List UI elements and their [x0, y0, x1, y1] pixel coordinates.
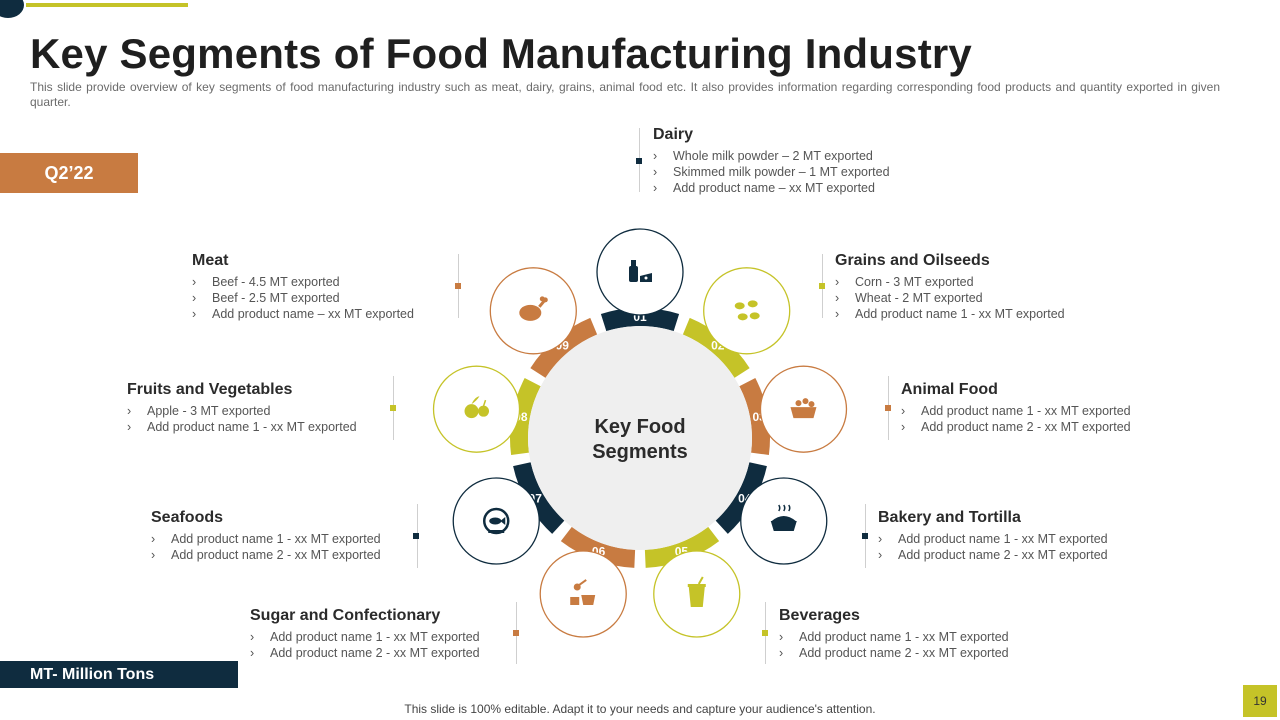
segment-item: Beef - 2.5 MT exported — [192, 290, 414, 306]
drink-cup-icon — [687, 576, 706, 607]
candy-cup-icon — [570, 579, 596, 605]
corner-decoration — [0, 0, 24, 18]
center-hub — [528, 326, 752, 550]
chicken-leg-icon — [519, 296, 548, 321]
page-subtitle: This slide provide overview of key segme… — [30, 80, 1220, 109]
segment-title: Bakery and Tortilla — [878, 509, 1021, 526]
beans-icon — [734, 300, 760, 321]
segment-item: Add product name – xx MT exported — [653, 180, 890, 196]
segment-block-animal-food: Animal Food Add product name 1 - xx MT e… — [901, 381, 1131, 435]
segment-item: Add product name 2 - xx MT exported — [878, 547, 1108, 563]
ring-segment-02 — [682, 317, 750, 378]
segment-item: Add product name 1 - xx MT exported — [901, 403, 1131, 419]
quarter-badge: Q2’22 — [0, 153, 138, 193]
segment-block-grains: Grains and Oilseeds Corn - 3 MT exported… — [835, 252, 1065, 322]
icon-bubbles-layer — [432, 228, 848, 638]
segment-item: Apple - 3 MT exported — [127, 403, 357, 419]
segment-title: Meat — [192, 252, 229, 269]
segment-item: Add product name 1 - xx MT exported — [835, 306, 1065, 322]
footer-note: This slide is 100% editable. Adapt it to… — [404, 702, 876, 716]
center-label-line2: Segments — [592, 441, 688, 463]
center-label-line1: Key Food — [594, 416, 685, 438]
segment-item: Add product name 1 - xx MT exported — [250, 629, 480, 645]
segment-title: Sugar and Confectionary — [250, 607, 441, 624]
ring-layer — [510, 308, 770, 568]
unit-legend: MT- Million Tons — [0, 661, 238, 688]
segment-block-sugar: Sugar and Confectionary Add product name… — [250, 607, 480, 661]
marker-square — [862, 533, 868, 539]
icon-bubble-06 — [539, 550, 627, 638]
ring-segment-06 — [560, 526, 636, 568]
segment-item: Add product name 1 - xx MT exported — [127, 419, 357, 435]
segment-item: Add product name 2 - xx MT exported — [779, 645, 1009, 661]
segment-block-fruits: Fruits and Vegetables Apple - 3 MT expor… — [127, 381, 357, 435]
page-number: 19 — [1243, 685, 1277, 717]
segment-block-seafoods: Seafoods Add product name 1 - xx MT expo… — [151, 509, 381, 563]
segment-item: Wheat - 2 MT exported — [835, 290, 1065, 306]
segment-title: Beverages — [779, 607, 860, 624]
segment-item: Corn - 3 MT exported — [835, 274, 1065, 290]
icon-bubble-09 — [489, 267, 577, 355]
segment-item: Add product name 2 - xx MT exported — [250, 645, 480, 661]
baked-pie-icon — [770, 504, 797, 531]
page-title: Key Segments of Food Manufacturing Indus… — [30, 30, 972, 77]
segment-item: Skimmed milk powder – 1 MT exported — [653, 164, 890, 180]
ring-segment-01 — [600, 308, 680, 332]
segment-block-dairy: Dairy Whole milk powder – 2 MT exported … — [653, 126, 890, 196]
segment-title: Animal Food — [901, 381, 998, 398]
segment-title: Fruits and Vegetables — [127, 381, 293, 398]
segment-item: Add product name 1 - xx MT exported — [151, 531, 381, 547]
segment-item: Add product name 2 - xx MT exported — [901, 419, 1131, 435]
ring-segment-05 — [644, 526, 720, 568]
icon-bubble-04 — [740, 477, 828, 565]
marker-square — [762, 630, 768, 636]
marker-square — [636, 158, 642, 164]
segment-block-meat: Meat Beef - 4.5 MT exported Beef - 2.5 M… — [192, 252, 414, 322]
marker-square — [390, 405, 396, 411]
ring-segment-04 — [715, 462, 767, 534]
apple-fruit-icon — [464, 396, 490, 419]
marker-square — [455, 283, 461, 289]
icon-bubble-07 — [452, 477, 540, 565]
segment-block-bakery: Bakery and Tortilla Add product name 1 -… — [878, 509, 1108, 563]
top-accent-line — [26, 3, 188, 7]
icon-bubble-03 — [759, 365, 848, 453]
segment-item: Add product name 2 - xx MT exported — [151, 547, 381, 563]
fish-bowl-icon — [482, 507, 510, 535]
ring-segment-09 — [530, 317, 598, 378]
pet-bowl-icon — [790, 398, 817, 419]
segment-item: Add product name – xx MT exported — [192, 306, 414, 322]
marker-square — [819, 283, 825, 289]
marker-square — [885, 405, 891, 411]
segment-title: Dairy — [653, 126, 694, 143]
marker-square — [413, 533, 419, 539]
icon-bubble-02 — [703, 267, 791, 355]
icon-bubble-01 — [596, 228, 684, 316]
segment-title: Seafoods — [151, 509, 224, 526]
segment-title: Grains and Oilseeds — [835, 252, 990, 269]
segment-item: Add product name 1 - xx MT exported — [779, 629, 1009, 645]
icon-bubble-08 — [432, 365, 521, 453]
marker-square — [513, 630, 519, 636]
icon-bubble-05 — [653, 550, 741, 638]
segment-item: Beef - 4.5 MT exported — [192, 274, 414, 290]
ring-segment-07 — [513, 462, 565, 534]
segment-item: Add product name 1 - xx MT exported — [878, 531, 1108, 547]
segment-item: Whole milk powder – 2 MT exported — [653, 148, 890, 164]
segment-block-beverages: Beverages Add product name 1 - xx MT exp… — [779, 607, 1009, 661]
milk-bottle-cheese-icon — [629, 260, 652, 282]
